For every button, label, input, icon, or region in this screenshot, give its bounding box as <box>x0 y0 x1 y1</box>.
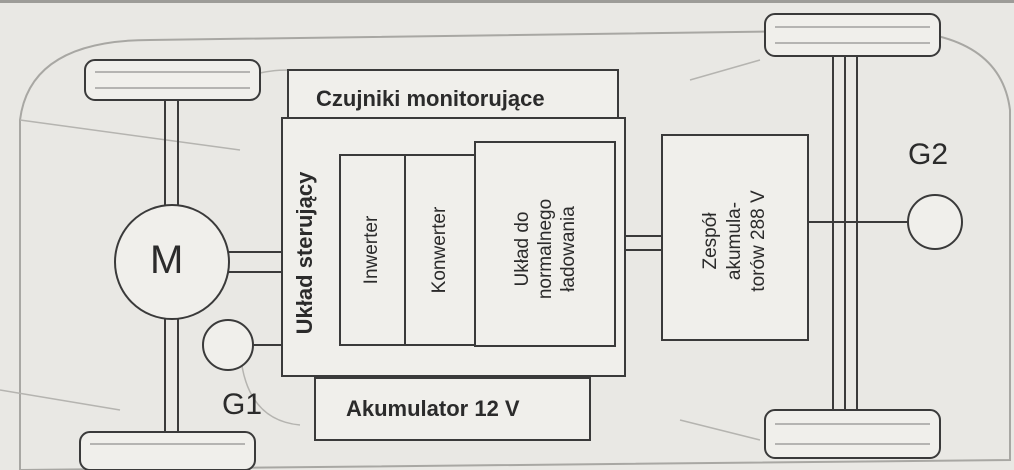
wheel-rear-left <box>764 13 941 57</box>
control-unit-label: Układ sterujący <box>285 153 325 353</box>
generator2-label: G2 <box>908 138 949 171</box>
generator2-circle <box>907 194 963 250</box>
inverter-text: Inwerter <box>361 215 382 285</box>
battery-pack-text-line2: akumula- <box>724 201 745 281</box>
generator1-label: G1 <box>222 388 263 421</box>
charger-label: Układ do normalnego ładowania <box>505 154 585 344</box>
converter-label: Konwerter <box>422 180 458 320</box>
inverter-label: Inwerter <box>354 180 390 320</box>
control-unit-text: Układ sterujący <box>292 171 317 335</box>
motor-circle <box>114 204 230 320</box>
generator1-circle <box>202 319 254 371</box>
sensors-label: Czujniki monitorujące <box>316 86 545 111</box>
charger-text-line2: normalnego <box>534 198 556 300</box>
charger-text-line1: Układ do <box>511 211 533 287</box>
wheel-rear-right <box>764 409 941 459</box>
charger-box <box>474 141 616 347</box>
aux-battery-label: Akumulator 12 V <box>346 396 520 421</box>
battery-pack-text-line1: Zespół <box>700 212 721 270</box>
wheel-front-left <box>84 59 261 101</box>
battery-pack-box <box>661 134 809 341</box>
wheel-front-right <box>79 431 256 470</box>
motor-label: M <box>150 238 184 282</box>
inverter-box <box>339 154 406 346</box>
converter-box <box>404 154 476 346</box>
charger-text-line3: ładowania <box>557 206 579 292</box>
aux-battery-box <box>314 377 591 441</box>
converter-text: Konwerter <box>429 206 450 294</box>
battery-pack-label: Zespół akumula- torów 288 V <box>695 146 775 336</box>
battery-pack-text-line3: torów 288 V <box>748 190 769 292</box>
